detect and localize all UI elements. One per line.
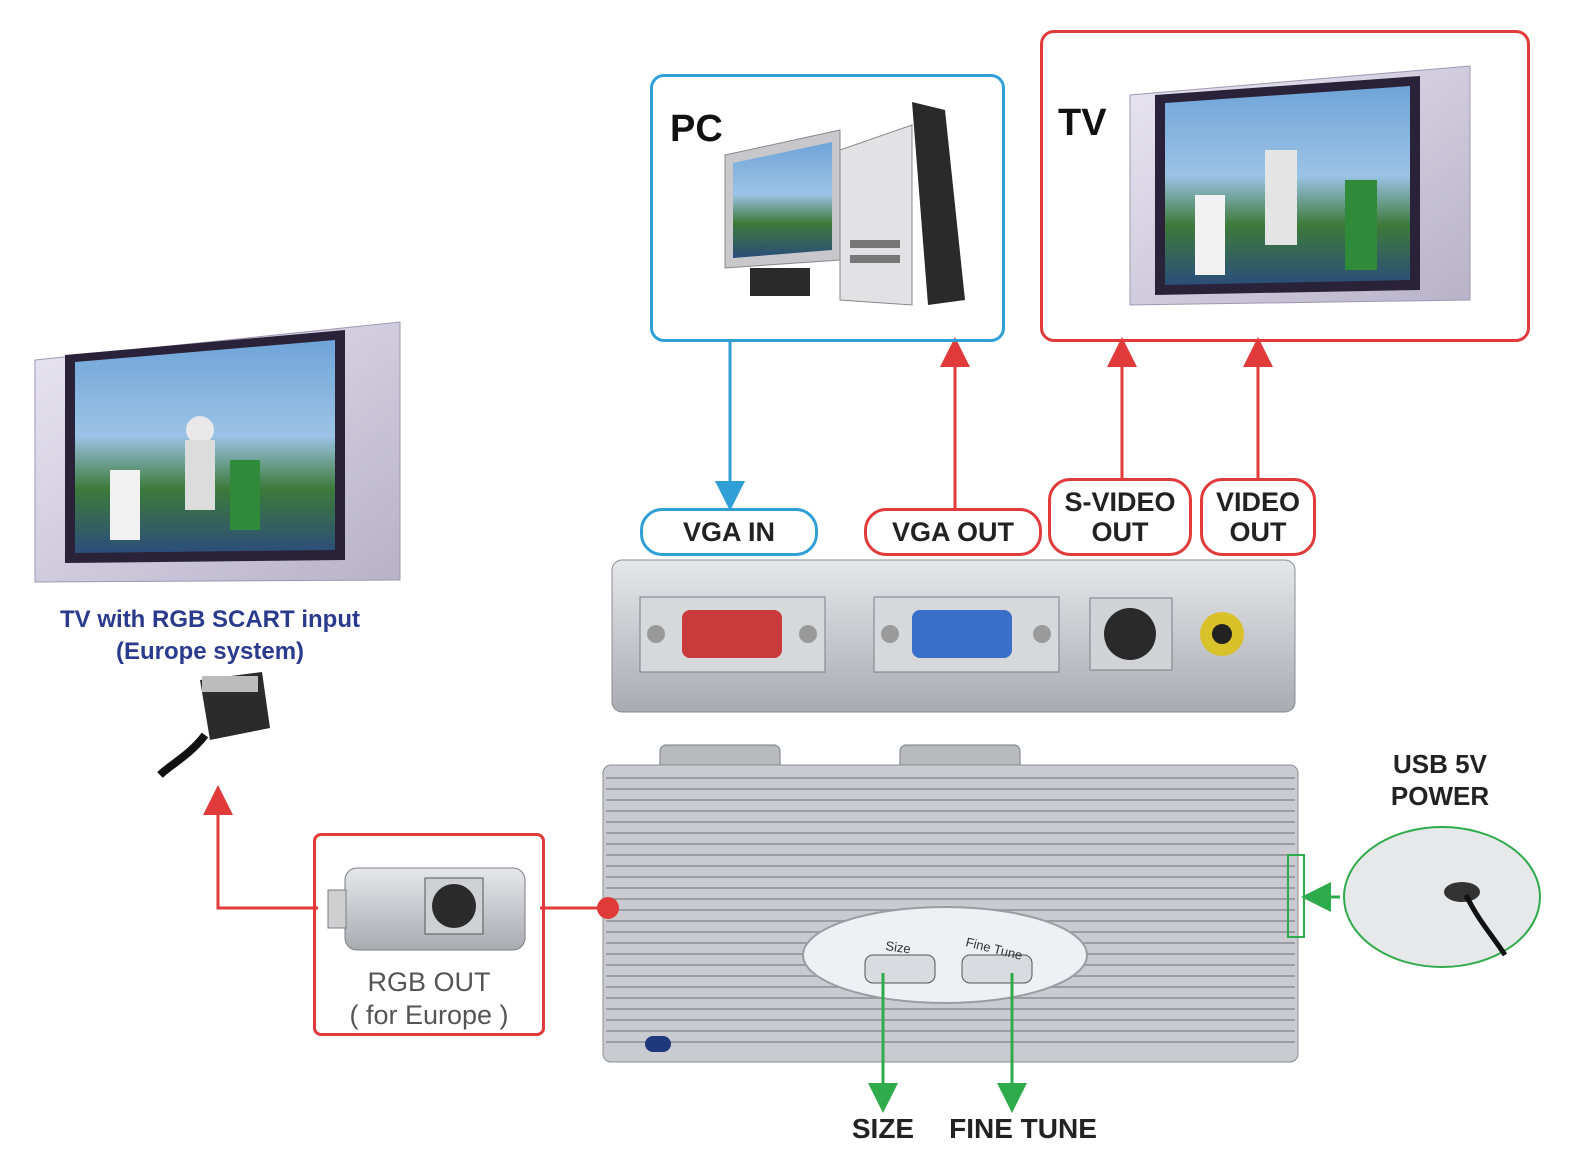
size-button-text: Size bbox=[885, 938, 912, 956]
rgb-out-port-dot bbox=[597, 897, 619, 919]
tv-image bbox=[1129, 65, 1471, 306]
fine-tune-label: FINE TUNE bbox=[949, 1113, 1097, 1144]
rgb-out-line2: ( for Europe ) bbox=[349, 1000, 509, 1030]
usb-power-line2: POWER bbox=[1390, 781, 1490, 811]
tv-title: TV bbox=[1058, 102, 1107, 144]
pc-title: PC bbox=[670, 108, 723, 150]
vga-out-text: VGA OUT bbox=[891, 517, 1014, 547]
scart-tv-caption: TV with RGB SCART input (Europe system) bbox=[25, 604, 395, 668]
pc-image bbox=[724, 102, 965, 306]
vga-out-label: VGA OUT bbox=[864, 508, 1042, 556]
video-out-text-2: OUT bbox=[1229, 517, 1287, 547]
scart-tv-image bbox=[34, 321, 401, 583]
size-label: SIZE bbox=[851, 1113, 915, 1144]
svideo-out-text-2: OUT bbox=[1091, 517, 1149, 547]
scart-tv-caption-line1: TV with RGB SCART input bbox=[60, 606, 360, 633]
usb-power-image bbox=[1343, 826, 1541, 968]
rgb-out-line1: RGB OUT bbox=[367, 967, 491, 997]
pc-box bbox=[650, 74, 1005, 342]
vga-in-label: VGA IN bbox=[640, 508, 818, 556]
video-out-label: VIDEO OUT bbox=[1200, 478, 1316, 556]
rgb-out-box bbox=[313, 833, 545, 1036]
scart-tv-caption-line2: (Europe system) bbox=[115, 638, 305, 665]
svideo-out-text-1: S-VIDEO bbox=[1064, 487, 1176, 517]
vga-in-text: VGA IN bbox=[682, 517, 775, 547]
tv-box bbox=[1040, 30, 1530, 342]
converter-body bbox=[602, 744, 1299, 1063]
scart-plug-image bbox=[157, 672, 270, 778]
video-out-text-1: VIDEO bbox=[1215, 487, 1301, 517]
usb-power-label: USB 5V POWER bbox=[1370, 748, 1510, 812]
converter-button-oval bbox=[645, 906, 1088, 1052]
converter-front-panel bbox=[611, 559, 1296, 713]
usb-power-line1: USB 5V bbox=[1393, 749, 1487, 779]
svideo-out-label: S-VIDEO OUT bbox=[1048, 478, 1192, 556]
rgb-out-caption: RGB OUT ( for Europe ) bbox=[313, 966, 545, 1032]
rgb-out-device bbox=[327, 867, 526, 951]
rgb-out-arrow bbox=[203, 785, 318, 910]
